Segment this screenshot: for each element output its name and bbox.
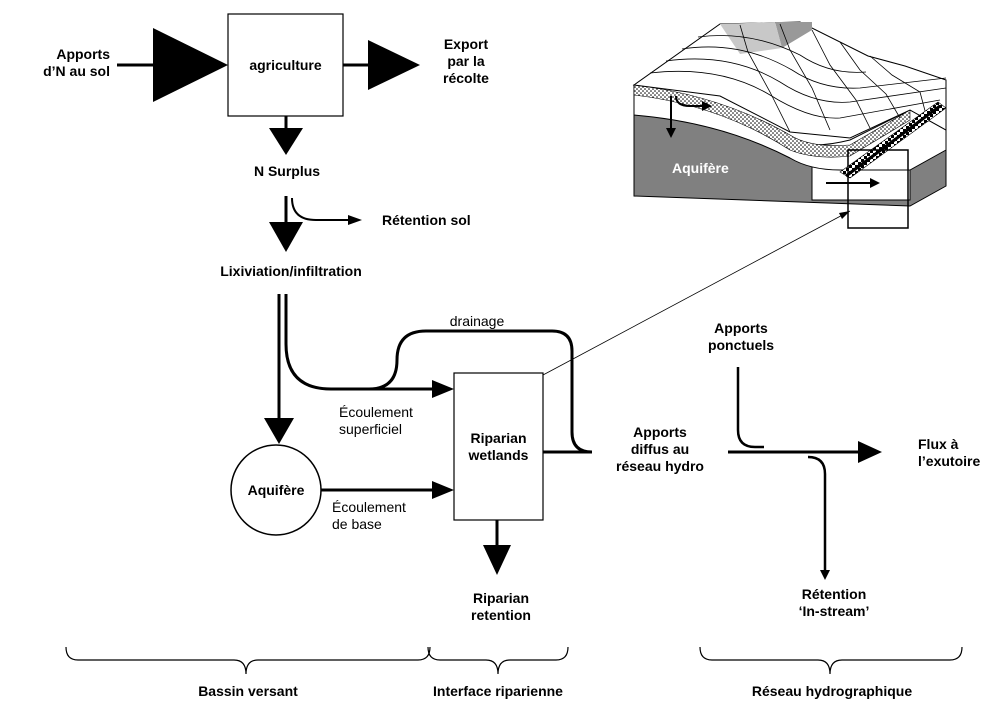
block-arrow-down-head: [666, 128, 676, 138]
riparian-retention-arrowhead: [483, 545, 511, 575]
brace-reseau: [699, 646, 963, 675]
input-label-line1: Apports: [56, 46, 110, 62]
export-arrowhead: [368, 40, 420, 90]
instream-retention-arrowhead: [820, 570, 830, 580]
block-grid: [649, 23, 947, 133]
retention-sol-label: Rétention sol: [382, 212, 471, 228]
block-arrow-side: [675, 95, 702, 107]
point-source-label-line1: Apports: [714, 320, 768, 336]
drainage-line: [368, 329, 593, 454]
zoom-connector: [542, 210, 851, 376]
point-source-label: Apports ponctuels: [708, 320, 774, 354]
retention-sol-arrowhead: [348, 215, 362, 225]
export-label-line3: récolte: [443, 70, 489, 86]
block-surface-dark: [775, 22, 812, 48]
surplus-arrowhead: [269, 128, 303, 155]
zone-reseau-label: Réseau hydrographique: [751, 683, 913, 699]
point-source-line: [736, 367, 764, 449]
block-zoom-frame: [847, 149, 909, 229]
input-label: Apports d’N au sol: [0, 46, 110, 80]
diffuse-input-label: Apports diffus au réseau hydro: [616, 424, 704, 475]
surface-flow-label: Écoulement superficiel: [339, 404, 413, 438]
block-arrow-stream-head: [870, 178, 880, 188]
riparian-retention-label-line1: Riparian: [472, 590, 530, 606]
block-aquifer-label: Aquifère: [672, 160, 729, 176]
export-label-line1: Export: [443, 36, 489, 52]
instream-retention-line: [807, 455, 827, 570]
agriculture-box: [227, 13, 344, 117]
instream-retention-label: Rétention ‘In-stream’: [799, 586, 870, 620]
diffuse-input-label-line3: réseau hydro: [616, 458, 704, 474]
surface-flow-arrowhead: [432, 380, 454, 398]
riparian-retention-label-line2: retention: [471, 607, 531, 623]
diffuse-input-label-line2: diffus au: [630, 441, 690, 457]
riparian-label: Riparian wetlands: [454, 373, 543, 520]
surface-flow-line: [284, 294, 432, 391]
block-arrow-side-head: [702, 101, 712, 111]
riparian-retention-label: Riparian retention: [471, 590, 531, 624]
aquifer-label: Aquifère: [247, 481, 305, 498]
block-stream-channel: [845, 104, 941, 178]
outlet-flux-label: Flux à l’exutoire: [918, 436, 980, 470]
base-flow-label-line2: de base: [332, 516, 382, 532]
retention-sol-branch: [291, 197, 350, 221]
outlet-flux-label-line2: l’exutoire: [918, 453, 981, 469]
surplus-label: N Surplus: [253, 163, 321, 179]
lixiviation-label: Lixiviation/infiltration: [220, 263, 362, 279]
base-flow-label: Écoulement de base: [332, 499, 406, 533]
instream-retention-label-line1: Rétention: [801, 586, 867, 602]
zone-bassin-label: Bassin versant: [198, 683, 298, 699]
agriculture-label: agriculture: [249, 56, 322, 73]
instream-retention-label-line2: ‘In-stream’: [798, 603, 870, 619]
base-flow-label-line1: Écoulement: [332, 499, 406, 515]
surface-flow-label-line1: Écoulement: [339, 404, 413, 420]
outlet-flux-label-line1: Flux à: [918, 436, 959, 452]
riparian-label-line2: wetlands: [468, 446, 529, 463]
zone-interface-label: Interface riparienne: [433, 683, 563, 699]
point-source-label-line2: ponctuels: [707, 337, 775, 353]
infiltration-arrowhead: [264, 418, 294, 444]
drainage-label: drainage: [449, 313, 505, 329]
input-label-line2: d’N au sol: [43, 63, 110, 79]
landscape-block: [632, 21, 947, 229]
input-arrowhead: [153, 28, 228, 102]
main-stream-arrowhead: [858, 441, 882, 463]
riparian-label-line1: Riparian: [470, 429, 527, 446]
diffuse-input-label-line1: Apports: [633, 424, 687, 440]
base-flow-arrowhead: [432, 481, 454, 499]
export-label-line2: par la: [447, 53, 485, 69]
riparian-box: [453, 372, 544, 521]
export-label: Export par la récolte: [443, 36, 489, 87]
brace-interface: [427, 646, 569, 675]
brace-bassin: [65, 646, 431, 675]
surface-flow-label-line2: superficiel: [339, 421, 403, 437]
lixiviation-arrowhead: [269, 222, 303, 252]
